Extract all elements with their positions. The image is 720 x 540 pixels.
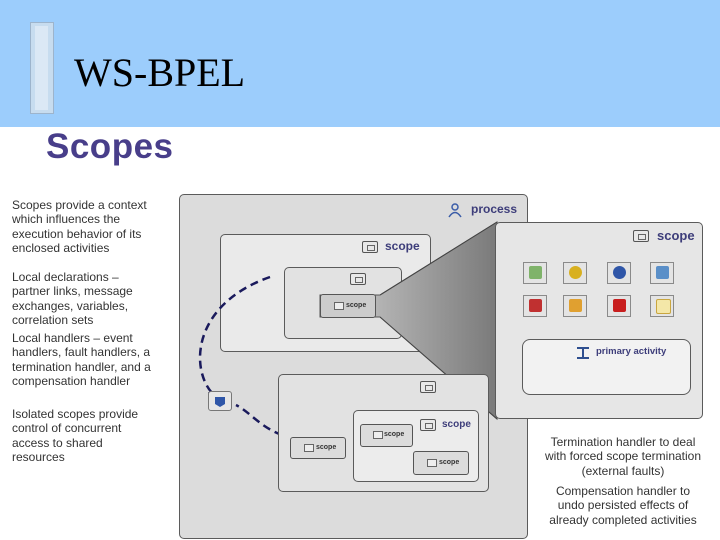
- text-line: (external faults): [581, 463, 665, 478]
- text-line: access to shared: [12, 435, 103, 450]
- text-line: Compensation handler to: [555, 484, 691, 498]
- text-line: execution behavior of its: [12, 226, 142, 241]
- isolated-scope-b-label: scope: [384, 431, 405, 438]
- partner-link-icon: [607, 295, 631, 317]
- scope-icon: [362, 241, 378, 253]
- text-line: which influences the: [12, 212, 121, 227]
- slide-body: Scopes Scopes provide a context which in…: [0, 127, 720, 540]
- paragraph-local-handlers: Local handlers – event handlers, fault h…: [12, 331, 151, 388]
- process-icon: [447, 202, 463, 218]
- slide-heading: Scopes: [46, 127, 174, 166]
- compensation-handler-icon: [607, 262, 631, 284]
- event-handler-icon: [523, 262, 547, 284]
- text-line: termination handler, and a: [12, 359, 151, 374]
- fault-handler-icon: [563, 262, 587, 284]
- termination-handler-icon: [650, 262, 674, 284]
- slide-title: WS-BPEL: [74, 50, 246, 95]
- text-line: control of concurrent: [12, 421, 122, 436]
- nested-scope-icon: [350, 273, 366, 285]
- zoom-projection: [198, 221, 498, 437]
- note-compensation-handler: Compensation handler to undo persisted e…: [538, 484, 708, 527]
- paragraph-local-declarations: Local declarations – partner links, mess…: [12, 270, 133, 327]
- text-line: compensation handler: [12, 373, 131, 388]
- primary-activity-label: primary activity: [596, 346, 667, 357]
- isolated-scope-c-label: scope: [439, 459, 460, 466]
- isolated-scope-c: scope: [413, 451, 469, 475]
- sequence-icon: [576, 346, 590, 359]
- isolated-scope-a-label: scope: [316, 444, 337, 451]
- text-line: correlation sets: [12, 312, 94, 327]
- text-line: exchanges, variables,: [12, 298, 129, 313]
- text-line: with forced scope termination: [544, 449, 702, 464]
- text-line: resources: [12, 449, 65, 464]
- correlation-icon: [563, 295, 587, 317]
- note-termination-handler: Termination handler to deal with forced …: [538, 435, 708, 478]
- text-line: enclosed activities: [12, 240, 110, 255]
- lower-nested-scope-label: scope: [442, 419, 471, 430]
- text-line: partner links, message: [12, 284, 133, 299]
- variable-icon: [523, 295, 547, 317]
- isolated-scope-b: scope: [360, 424, 413, 447]
- text-line: Local declarations –: [12, 270, 119, 284]
- isolated-scope-marker: [208, 391, 232, 411]
- upper-scope-label: scope: [385, 239, 420, 253]
- paragraph-isolated-scopes: Isolated scopes provide control of concu…: [12, 407, 138, 464]
- title-banner: WS-BPEL: [0, 0, 720, 127]
- isolated-scope-a: scope: [290, 437, 346, 459]
- lower-scope-icon: [420, 381, 436, 393]
- text-line: undo persisted effects of: [557, 498, 689, 513]
- primary-activity-box: [522, 339, 691, 395]
- zoomed-scope-source: scope: [320, 294, 376, 318]
- text-line: handlers, fault handlers, a: [12, 345, 151, 360]
- zoomed-scope-label: scope: [657, 228, 695, 243]
- zoomed-scope-icon: [633, 230, 649, 242]
- text-line: Termination handler to deal: [550, 435, 696, 449]
- zoomed-scope-source-label: scope: [346, 302, 367, 309]
- process-label: process: [471, 202, 518, 216]
- text-line: Scopes provide a context: [12, 198, 147, 212]
- message-exchange-icon: [650, 295, 674, 317]
- title-accent-bar: [30, 22, 54, 114]
- text-line: Local handlers – event: [12, 331, 133, 345]
- lower-nested-scope-icon: [420, 419, 436, 431]
- text-line: already completed activities: [549, 512, 697, 527]
- paragraph-scopes-context: Scopes provide a context which influence…: [12, 198, 147, 255]
- text-line: Isolated scopes provide: [12, 407, 139, 421]
